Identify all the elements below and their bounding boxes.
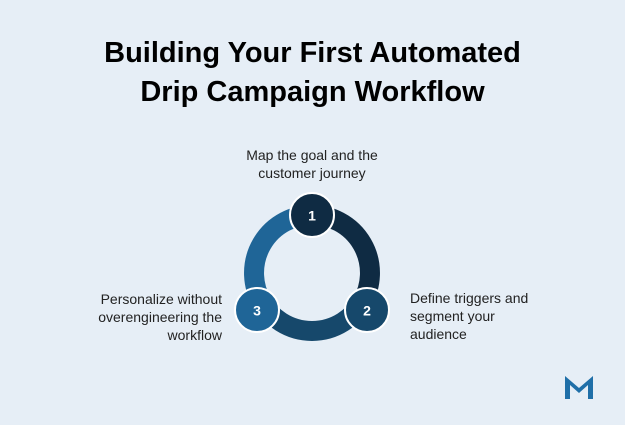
step-2-label-line: Define triggers and (410, 290, 529, 306)
step-3-label-line: workflow (167, 327, 222, 343)
page-title: Building Your First Automated Drip Campa… (0, 34, 625, 112)
step-2-number: 2 (363, 303, 371, 319)
m-logo-icon (565, 376, 593, 399)
step-3-label: Personalize without overengineering the … (46, 290, 222, 344)
step-3-label-line: Personalize without (100, 291, 222, 307)
step-2-label-line: segment your (410, 308, 495, 324)
step-2-node: 2 (344, 287, 390, 333)
step-3-node: 3 (234, 287, 280, 333)
step-3-number: 3 (253, 303, 261, 319)
step-2-circle (344, 287, 390, 333)
step-1-circle (289, 192, 335, 238)
title-line-1: Building Your First Automated (104, 37, 521, 69)
step-1-node: 1 (289, 192, 335, 238)
step-3-circle (234, 287, 280, 333)
step-2-label: Define triggers and segment your audienc… (410, 289, 580, 343)
title-line-2: Drip Campaign Workflow (140, 76, 485, 108)
step-1-label-line: customer journey (258, 165, 366, 181)
step-1-number: 1 (308, 208, 316, 224)
step-3-label-line: overengineering the (98, 309, 222, 325)
step-1-label: Map the goal and the customer journey (212, 146, 412, 182)
m-logo-shape (565, 376, 593, 399)
step-2-label-line: audience (410, 326, 467, 342)
step-1-label-line: Map the goal and the (246, 147, 378, 163)
